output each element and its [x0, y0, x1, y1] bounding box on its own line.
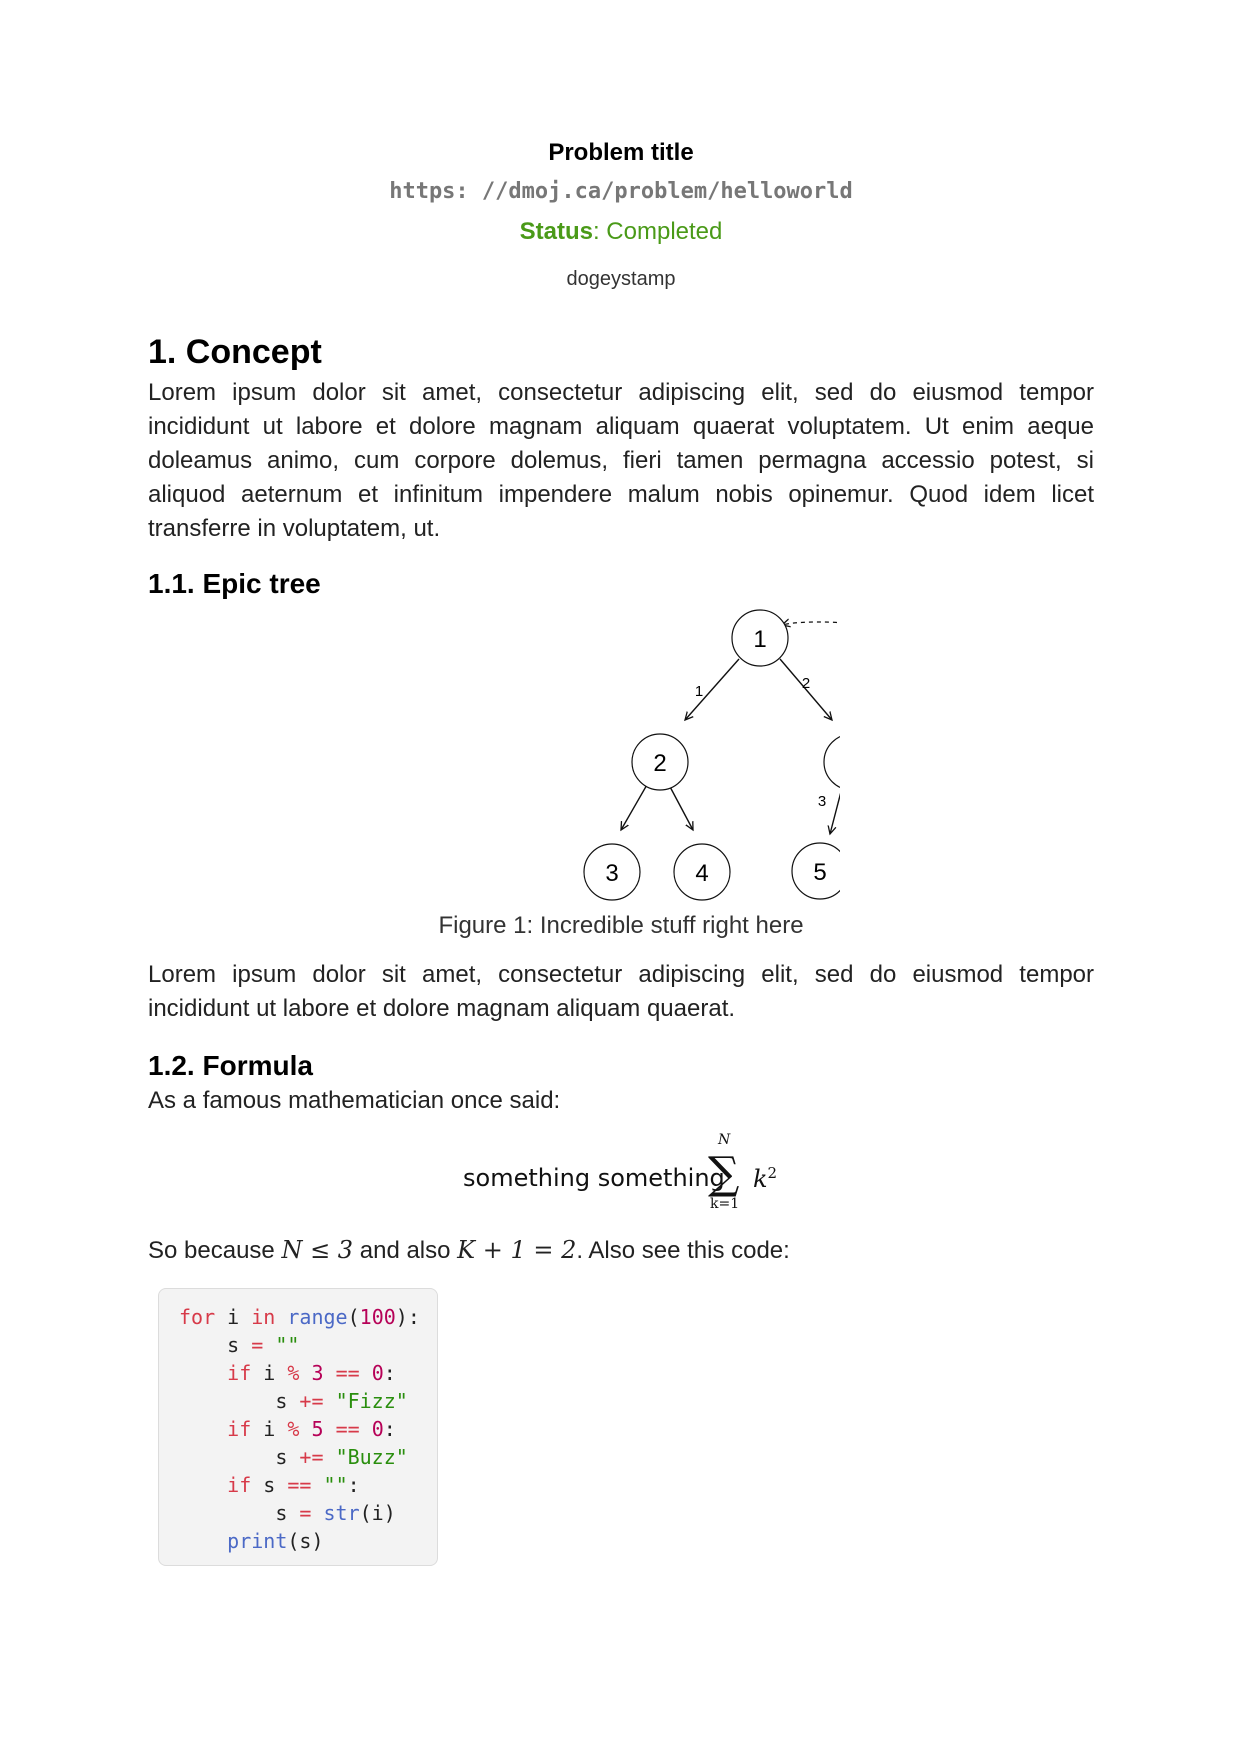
sum-upper-limit: N — [718, 1132, 731, 1148]
math-inline-1: N ≤ 3 — [281, 1236, 354, 1264]
formula-exponent: 2 — [767, 1164, 778, 1182]
concept-paragraph: Lorem ipsum dolor sit amet, consectetur … — [148, 379, 1094, 542]
tree-node-5: 5 — [791, 842, 840, 900]
tree-diagram: 1 2 7 3 4 5 6 1 2 3 4 — [583, 609, 840, 901]
svg-text:1: 1 — [753, 626, 766, 653]
status-value: : Completed — [592, 218, 723, 245]
svg-text:4: 4 — [695, 860, 708, 887]
svg-text:5: 5 — [813, 859, 826, 886]
section-heading-concept: 1. Concept — [148, 333, 322, 371]
formula: something something N ∑ k=1 k2 — [463, 1132, 783, 1224]
math-inline-2: K + 1 = 2 — [457, 1236, 577, 1264]
section-heading-formula: 1.2. Formula — [148, 1050, 313, 1081]
sigma-symbol: ∑ — [708, 1148, 740, 1199]
formula-text: something something — [463, 1164, 725, 1192]
tree-edge-1-2 — [685, 658, 740, 720]
tree-edge-7-5 — [830, 792, 840, 834]
status-label: Status — [519, 218, 593, 245]
figure-caption: Figure 1: Incredible stuff right here — [438, 912, 804, 939]
problem-url[interactable]: https: //dmoj.ca/problem/helloworld — [389, 179, 853, 204]
tree-node-7: 7 — [823, 736, 840, 788]
edge-label-1: 1 — [695, 683, 703, 700]
code-block: for i in range(100): s = "" if i % 3 == … — [158, 1288, 438, 1566]
svg-text:2: 2 — [653, 750, 666, 777]
edge-label-3: 3 — [818, 793, 826, 810]
tree-node-4: 4 — [673, 843, 731, 901]
formula-followup: So because N ≤ 3 and also K + 1 = 2. Als… — [148, 1236, 790, 1264]
tree-edge-2-3 — [621, 782, 649, 830]
tree-back-edge-7-1 — [782, 622, 840, 744]
edge-label-2: 2 — [802, 675, 810, 692]
tree-edge-1-7 — [779, 658, 832, 720]
tree-node-3: 3 — [583, 843, 641, 901]
tree-edge-2-4 — [667, 782, 693, 830]
tree-paragraph: Lorem ipsum dolor sit amet, consectetur … — [148, 961, 1094, 1022]
formula-intro: As a famous mathematician once said: — [148, 1087, 561, 1114]
svg-text:3: 3 — [605, 860, 618, 887]
section-heading-epic-tree: 1.1. Epic tree — [148, 568, 321, 599]
formula-term: k2 — [753, 1164, 778, 1193]
tree-node-2: 2 — [631, 733, 689, 791]
sum-lower-limit: k=1 — [710, 1196, 740, 1212]
problem-title: Problem title — [548, 139, 694, 166]
tree-node-1: 1 — [731, 609, 789, 667]
author: dogeystamp — [566, 268, 676, 290]
status-line: Status: Completed — [148, 218, 1094, 246]
